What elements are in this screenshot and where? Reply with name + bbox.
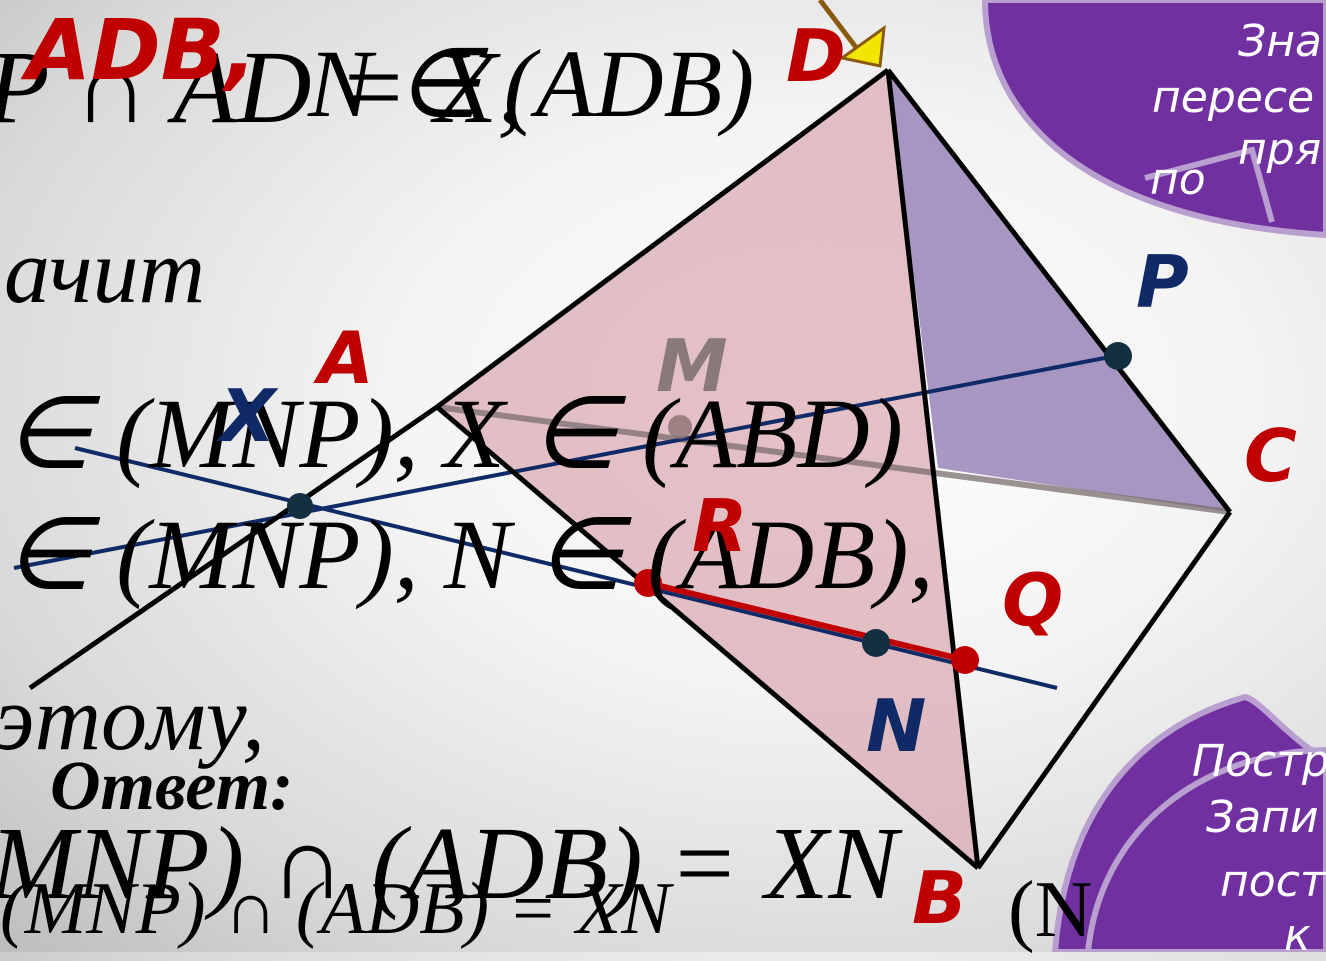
point-label-d: D (786, 14, 846, 98)
edge-da (435, 67, 890, 410)
point-r-dot (634, 569, 662, 597)
plane-adb-label: ADB, (26, 1, 257, 99)
point-m-dot (668, 415, 692, 439)
equation-poetomu: эmoму, (0, 667, 265, 769)
bubble-top-tail (1144, 146, 1275, 223)
equation-answer-1: MNP) ∩ (ADB) = XN (0, 806, 898, 921)
point-label-c: C (1244, 414, 1297, 498)
bubble-bottom-text-3: пост (1220, 856, 1326, 907)
equation-zna4it: ачит (4, 220, 206, 322)
equation-line-1: P ∩ AD = X, (0, 30, 524, 145)
equation-line-4: ∈ (MNP), N ∈ (ADB), (4, 499, 934, 610)
point-label-n: N (866, 684, 927, 768)
bubble-top-shape (981, 0, 1326, 239)
point-label-m: M (656, 324, 728, 408)
bubble-bottom-text-1: Постр (1192, 736, 1326, 787)
equation-tail: (N (1008, 866, 1093, 954)
point-x-dot (287, 493, 313, 519)
bubble-top-text-1: Зна (1238, 16, 1322, 67)
bubble-top-text-4: по (1150, 154, 1206, 205)
bubble-top-text-2: пересе (1152, 72, 1315, 123)
bubble-bottom-text-4: к (1284, 910, 1311, 961)
edge-ab (435, 405, 980, 870)
pointer-arrow-icon (838, 24, 886, 68)
point-label-a: A (318, 316, 374, 400)
point-label-x: X (220, 374, 276, 458)
line-xn (74, 446, 1058, 690)
answer-label: Ответ: (50, 748, 294, 825)
edge-bc (975, 510, 1233, 870)
point-label-p: P (1136, 240, 1189, 324)
bubble-top-text-3: пря (1238, 124, 1322, 175)
equation-line-1-overlay: N ∈ (ADB) (308, 30, 755, 137)
segment-rq (647, 580, 966, 663)
bubble-bottom-text-2: Запи (1206, 792, 1319, 843)
edge-ac-hidden (436, 404, 1231, 515)
point-q-dot (951, 646, 979, 674)
point-n-dot (862, 629, 890, 657)
edge-dc (886, 68, 1232, 514)
equation-answer-2: (MNP) ∩ (ADB) = XN (0, 868, 671, 950)
point-label-r: R (692, 484, 748, 568)
line-xp (13, 353, 1121, 570)
equation-line-3: ∈ (MNP), X ∈ (ABD) (4, 378, 903, 489)
plane-adb (437, 70, 978, 868)
point-label-b: B (912, 856, 967, 940)
bubble-bottom-front (1084, 746, 1326, 952)
point-p-dot (1104, 342, 1132, 370)
line-da-extension (28, 404, 439, 691)
point-label-q: Q (1002, 558, 1064, 642)
pointer-line (818, 0, 860, 52)
edge-db (885, 69, 981, 869)
